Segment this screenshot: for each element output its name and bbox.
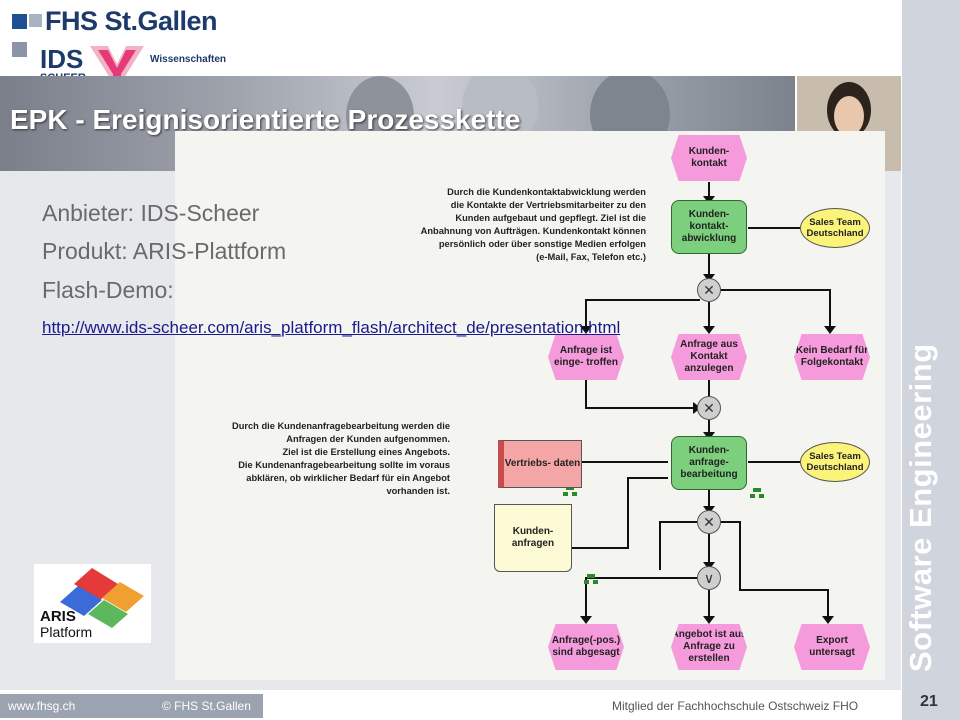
org-sales-team-1: Sales Team Deutschland	[800, 208, 870, 248]
connector-or: ∨	[697, 566, 721, 590]
note2-line: Anfragen der Kunden aufgenommen.	[286, 434, 450, 444]
side-strip	[902, 0, 960, 690]
aris-logo-icon	[60, 568, 144, 628]
event-angebot-erstellen: Angebot ist aus Anfrage zu erstellen	[671, 624, 747, 670]
aris-logo-text: ARIS	[40, 608, 76, 625]
fhs-logo-text: FHS St.Gallen	[45, 6, 218, 36]
footer-copyright: © FHS St.Gallen	[162, 699, 251, 713]
event-kundenkontakt: Kunden- kontakt	[671, 135, 747, 181]
note2-line: Durch die Kundenanfragebearbeitung werde…	[232, 421, 450, 431]
footer-left-bar	[0, 694, 263, 718]
note2-line: vorhanden ist.	[386, 486, 450, 496]
event-anfrage-eingetroffen: Anfrage ist einge- troffen	[548, 334, 624, 380]
epk-diagram-area	[175, 131, 885, 680]
event-anfrage-aus-kontakt: Anfrage aus Kontakt anzulegen	[671, 334, 747, 380]
event-export-untersagt: Export untersagt	[794, 624, 870, 670]
body-line-produkt: Produkt: ARIS-Plattform	[42, 238, 287, 264]
side-label: Software Engineering	[903, 343, 938, 672]
note2-line: abklären, ob wirklicher Bedarf für ein A…	[246, 473, 450, 483]
aris-platform-logo: ARIS Platform	[34, 564, 151, 643]
event-anfrage-abgesagt: Anfrage(-pos.) sind abgesagt	[548, 624, 624, 670]
note1-line: Anbahnung von Aufträgen. Kundenkontakt k…	[420, 226, 646, 236]
body-line-flash-demo: Flash-Demo:	[42, 277, 174, 303]
doc-vertriebsdaten: Vertriebs- daten	[498, 440, 582, 488]
page-number: 21	[920, 693, 938, 710]
footer-member-text: Mitglied der Fachhochschule Ostschweiz F…	[612, 699, 859, 713]
connector-xor-1: ✕	[697, 278, 721, 302]
epk-edges	[563, 182, 836, 624]
note-kundenanfrage: Durch die Kundenanfragebearbeitung werde…	[200, 420, 450, 498]
note1-line: Kunden aufgebaut und gepflegt. Ziel ist …	[455, 213, 646, 223]
org-sales-team-2: Sales Team Deutschland	[800, 442, 870, 482]
connector-xor-3: ✕	[697, 510, 721, 534]
fhs-logo-square-dark	[12, 14, 27, 29]
doc-kundenanfragen: Kunden- anfragen	[494, 504, 572, 572]
aris-logo-subtext: Platform	[40, 624, 93, 640]
event-kein-bedarf: Kein Bedarf für Folgekontakt	[794, 334, 870, 380]
ids-logo-tail: Wissenschaften	[150, 54, 227, 65]
note-kundenkontakt: Durch die Kundenkontaktabwicklung werden…	[390, 186, 646, 264]
ids-logo-y-mark	[90, 46, 144, 90]
note2-line: Ziel ist die Erstellung eines Angebots.	[282, 447, 450, 457]
fhs-logo-square-grey	[12, 42, 27, 57]
footer-site-link[interactable]: www.fhsg.ch	[8, 699, 76, 713]
body-line-anbieter: Anbieter: IDS-Scheer	[42, 200, 260, 226]
note1-line: Durch die Kundenkontaktabwicklung werden	[447, 187, 646, 197]
fhs-logo-square-light	[29, 14, 42, 27]
note1-line: (e-Mail, Fax, Telefon etc.)	[536, 252, 646, 262]
slide-title: EPK - Ereignisorientierte Prozesskette	[10, 104, 521, 135]
note1-line: die Kontakte der Vertriebsmitarbeiter zu…	[450, 200, 646, 210]
note2-line: Die Kundenanfragebearbeitung sollte im v…	[238, 460, 450, 470]
flash-demo-link[interactable]: http://www.ids-scheer.com/aris_platform_…	[42, 318, 621, 337]
function-kundenkontaktabwicklung: Kunden- kontakt- abwicklung	[671, 200, 747, 254]
function-kundenanfragebearbeitung: Kunden- anfrage- bearbeitung	[671, 436, 747, 490]
connector-xor-2: ✕	[697, 396, 721, 420]
note1-line: persönlich oder über sonstige Medien erf…	[438, 239, 646, 249]
page-number-box	[902, 690, 960, 720]
ids-logo-text: IDS	[40, 44, 84, 74]
